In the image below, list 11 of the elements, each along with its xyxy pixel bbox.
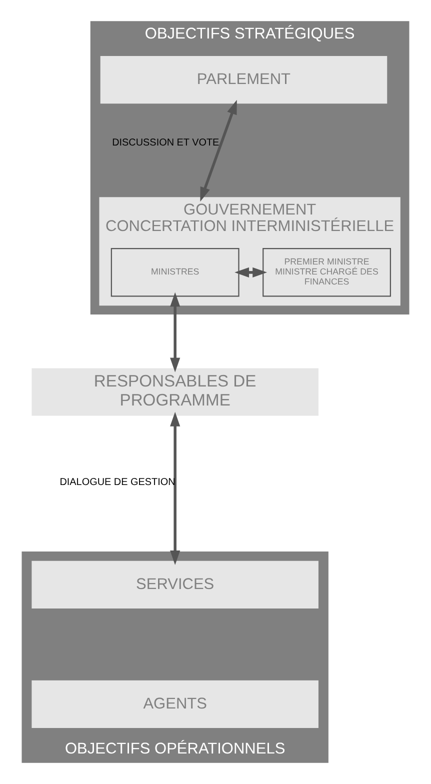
node-box: PREMIER MINISTRE MINISTRE CHARGÉ DES FINANCES [262, 248, 391, 297]
node-box: SERVICES [32, 560, 318, 608]
edge-label: DISCUSSION ET VOTE [112, 137, 220, 148]
arrow [234, 267, 268, 278]
node-box: AGENTS [32, 680, 318, 728]
node-box: PARLEMENT [100, 56, 388, 104]
arrow [200, 100, 237, 202]
node-box: MINISTRES [110, 248, 240, 297]
arrow [170, 292, 180, 372]
node-box: RESPONSABLES DE PROGRAMME [32, 368, 318, 416]
arrow [170, 412, 180, 565]
